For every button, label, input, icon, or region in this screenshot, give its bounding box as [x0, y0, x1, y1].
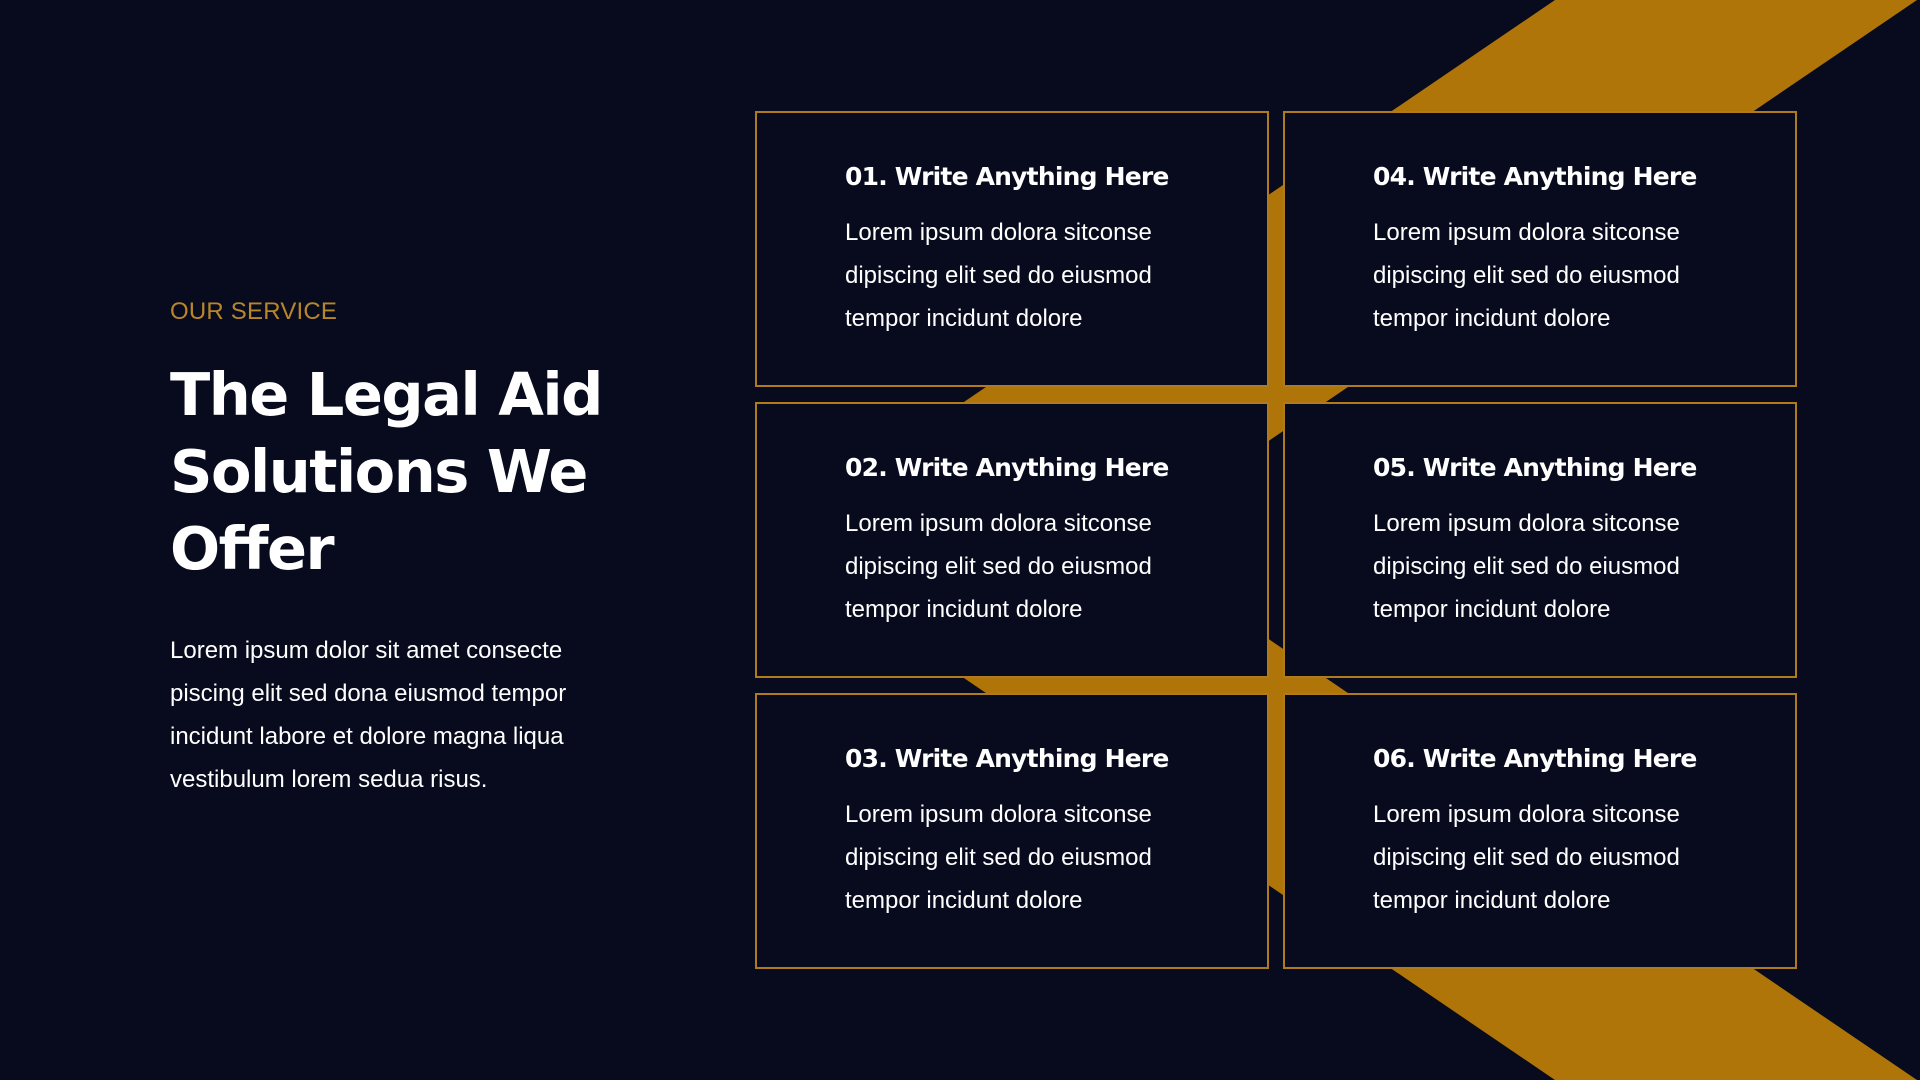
service-card-05: 05. Write Anything Here Lorem ipsum dolo… [1283, 402, 1797, 678]
service-card-01: 01. Write Anything Here Lorem ipsum dolo… [755, 111, 1269, 387]
service-card-title: 04. Write Anything Here [1373, 162, 1697, 191]
service-card-description: Lorem ipsum dolora sitconse dipiscing el… [845, 801, 1152, 914]
intro-section: OUR SERVICE The Legal Aid Solutions We O… [170, 296, 630, 801]
service-card-title: 01. Write Anything Here [845, 162, 1169, 191]
service-card-title: 03. Write Anything Here [845, 744, 1169, 773]
service-card-03: 03. Write Anything Here Lorem ipsum dolo… [755, 693, 1269, 969]
service-card-description: Lorem ipsum dolora sitconse dipiscing el… [845, 510, 1152, 623]
service-card-02: 02. Write Anything Here Lorem ipsum dolo… [755, 402, 1269, 678]
section-eyebrow: OUR SERVICE [170, 298, 338, 325]
service-card-title: 05. Write Anything Here [1373, 453, 1697, 482]
service-card-title: 02. Write Anything Here [845, 453, 1169, 482]
service-card-04: 04. Write Anything Here Lorem ipsum dolo… [1283, 111, 1797, 387]
intro-description: Lorem ipsum dolor sit amet consecte pisc… [170, 637, 567, 793]
service-card-description: Lorem ipsum dolora sitconse dipiscing el… [1373, 219, 1680, 332]
service-card-description: Lorem ipsum dolora sitconse dipiscing el… [1373, 801, 1680, 914]
service-card-description: Lorem ipsum dolora sitconse dipiscing el… [845, 219, 1152, 332]
services-grid: 01. Write Anything Here Lorem ipsum dolo… [755, 111, 1797, 969]
service-card-title: 06. Write Anything Here [1373, 744, 1697, 773]
service-card-06: 06. Write Anything Here Lorem ipsum dolo… [1283, 693, 1797, 969]
service-card-description: Lorem ipsum dolora sitconse dipiscing el… [1373, 510, 1680, 623]
page-title: The Legal Aid Solutions We Offer [170, 360, 603, 583]
